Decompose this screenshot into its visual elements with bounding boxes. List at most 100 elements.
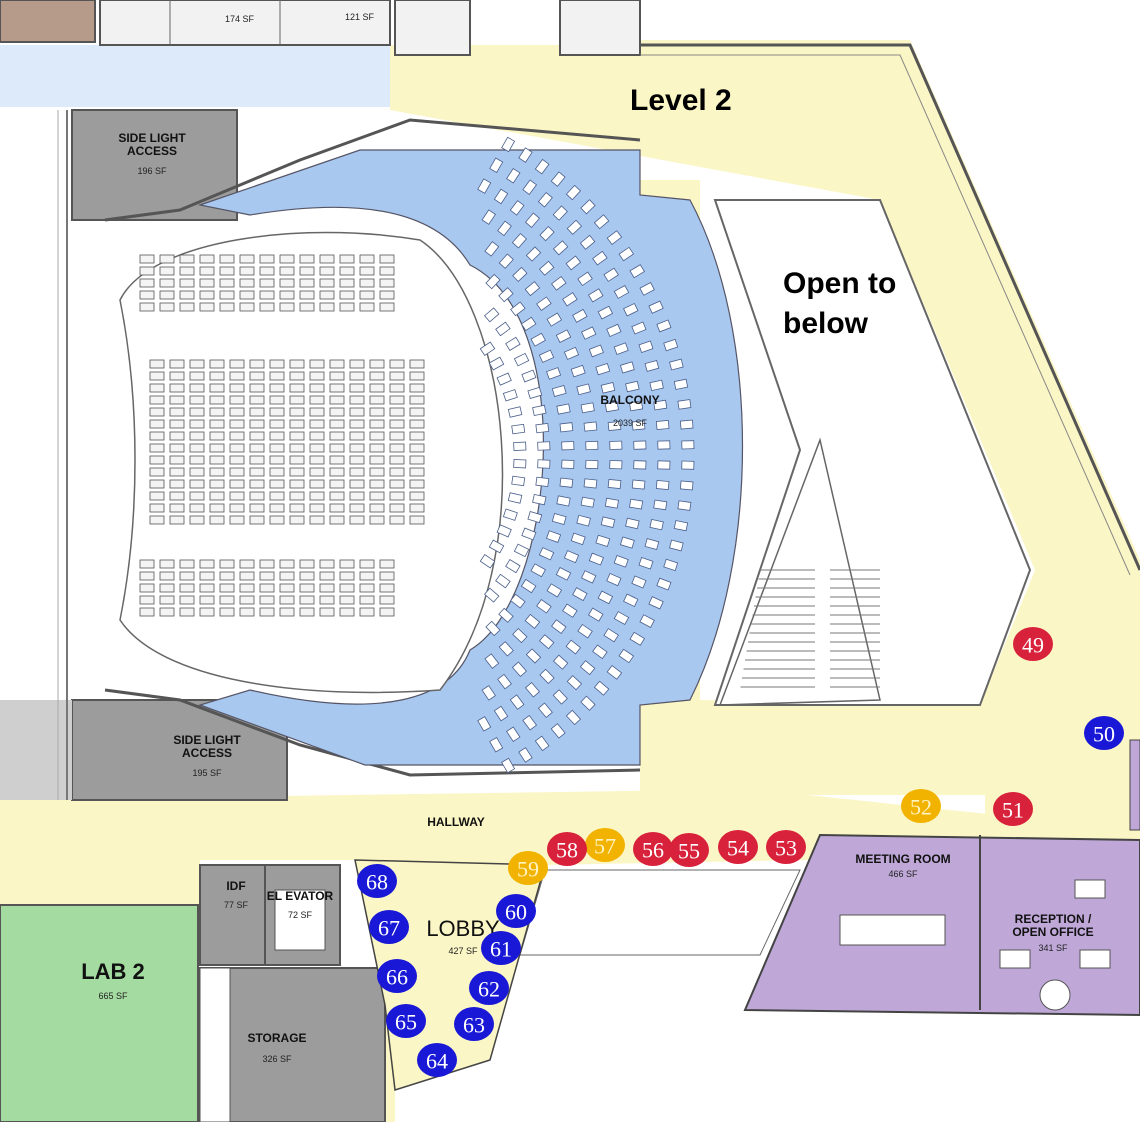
orchestra-seat <box>279 583 295 593</box>
orchestra-seat <box>269 383 285 393</box>
hallway-upper <box>390 40 1140 830</box>
marker-49[interactable]: 49 <box>1013 627 1053 661</box>
orchestra-seat <box>319 607 335 617</box>
balcony-seat <box>552 240 569 256</box>
marker-circle <box>417 1043 457 1077</box>
marker-52[interactable]: 52 <box>901 789 941 823</box>
corridor-void <box>519 869 801 956</box>
marker-53[interactable]: 53 <box>766 830 806 864</box>
orchestra-seat <box>389 419 405 429</box>
orchestra-seat <box>229 443 245 453</box>
marker-64[interactable]: 64 <box>417 1043 457 1077</box>
marker-59[interactable]: 59 <box>508 851 548 885</box>
open-to-below-label-2: below <box>783 307 869 340</box>
orchestra-seat <box>309 431 325 441</box>
orchestra-seat <box>289 407 305 417</box>
orchestra-seat <box>349 431 365 441</box>
storage-white-strip <box>199 967 231 1122</box>
marker-56[interactable]: 56 <box>633 832 673 866</box>
balcony-seat <box>496 524 512 538</box>
balcony-seat <box>629 400 644 412</box>
orchestra-seat <box>169 395 185 405</box>
marker-63[interactable]: 63 <box>454 1007 494 1041</box>
orchestra-seat <box>159 607 175 617</box>
orchestra-seat <box>389 503 405 513</box>
balcony-seat <box>625 517 640 530</box>
marker-68[interactable]: 68 <box>357 864 397 898</box>
orchestra-seat <box>189 467 205 477</box>
marker-50[interactable]: 50 <box>1084 716 1124 750</box>
balcony-seat <box>653 499 668 511</box>
balcony-seat <box>539 225 555 242</box>
storage-label: STORAGE <box>247 1031 306 1045</box>
marker-60[interactable]: 60 <box>496 894 536 928</box>
balcony-seat <box>513 441 527 452</box>
orchestra-seat <box>339 302 355 312</box>
orchestra-seat <box>159 559 175 569</box>
orchestra-seat <box>219 583 235 593</box>
marker-circle <box>469 971 509 1005</box>
balcony-seat <box>501 136 516 153</box>
balcony-seat <box>525 246 542 262</box>
balcony-seat <box>561 441 575 451</box>
balcony-seat <box>644 359 660 372</box>
balcony-seat <box>497 220 512 237</box>
reception-desk-3 <box>1074 879 1106 899</box>
marker-67[interactable]: 67 <box>369 910 409 944</box>
orchestra-seat <box>369 491 385 501</box>
marker-circle <box>633 832 673 866</box>
marker-66[interactable]: 66 <box>377 959 417 993</box>
marker-51[interactable]: 51 <box>993 792 1033 826</box>
balcony-seat <box>484 241 500 257</box>
orchestra-seat <box>279 302 295 312</box>
orchestra-seat <box>299 254 315 264</box>
orchestra-seat <box>139 302 155 312</box>
orchestra-seat <box>369 431 385 441</box>
marker-54[interactable]: 54 <box>718 830 758 864</box>
orchestra-seat <box>179 607 195 617</box>
storage-room <box>199 967 386 1122</box>
marker-65[interactable]: 65 <box>386 1004 426 1038</box>
orchestra-seat <box>379 559 395 569</box>
orchestra-seat <box>339 583 355 593</box>
balcony-seat <box>510 593 526 609</box>
balcony-seat <box>550 723 566 739</box>
orchestra-seat <box>329 515 345 525</box>
balcony-seat <box>507 406 523 418</box>
balcony-seat <box>631 420 646 431</box>
marker-circle <box>669 833 709 867</box>
orchestra-seat <box>389 467 405 477</box>
side-light-access-bottom-area: 195 SF <box>192 768 222 778</box>
orchestra-seat <box>159 290 175 300</box>
orchestra-seat <box>239 607 255 617</box>
orchestra-seat <box>339 607 355 617</box>
marker-57[interactable]: 57 <box>585 828 625 862</box>
balcony-seat <box>506 168 521 184</box>
orchestra-seat <box>149 359 165 369</box>
orchestra-seat <box>409 383 425 393</box>
orchestra-seat <box>199 595 215 605</box>
orchestra-seat <box>409 443 425 453</box>
orchestra-seat <box>389 407 405 417</box>
marker-circle <box>481 931 521 965</box>
orchestra-seat <box>339 571 355 581</box>
orchestra-seat <box>249 515 265 525</box>
balcony-seat <box>485 273 501 290</box>
orchestra-seat <box>159 266 175 276</box>
marker-58[interactable]: 58 <box>547 832 587 866</box>
orchestra-seat <box>279 290 295 300</box>
balcony-seat <box>603 628 619 643</box>
orchestra-seat <box>139 254 155 264</box>
marker-62[interactable]: 62 <box>469 971 509 1005</box>
balcony-seat <box>489 736 504 753</box>
orchestra-seat <box>289 479 305 489</box>
orchestra-seat <box>139 595 155 605</box>
orchestra-seat <box>389 383 405 393</box>
marker-61[interactable]: 61 <box>481 931 521 965</box>
orchestra-seat <box>279 595 295 605</box>
marker-55[interactable]: 55 <box>669 833 709 867</box>
orchestra-seat <box>179 302 195 312</box>
orchestra-seat <box>199 607 215 617</box>
balcony-seat <box>507 492 523 504</box>
